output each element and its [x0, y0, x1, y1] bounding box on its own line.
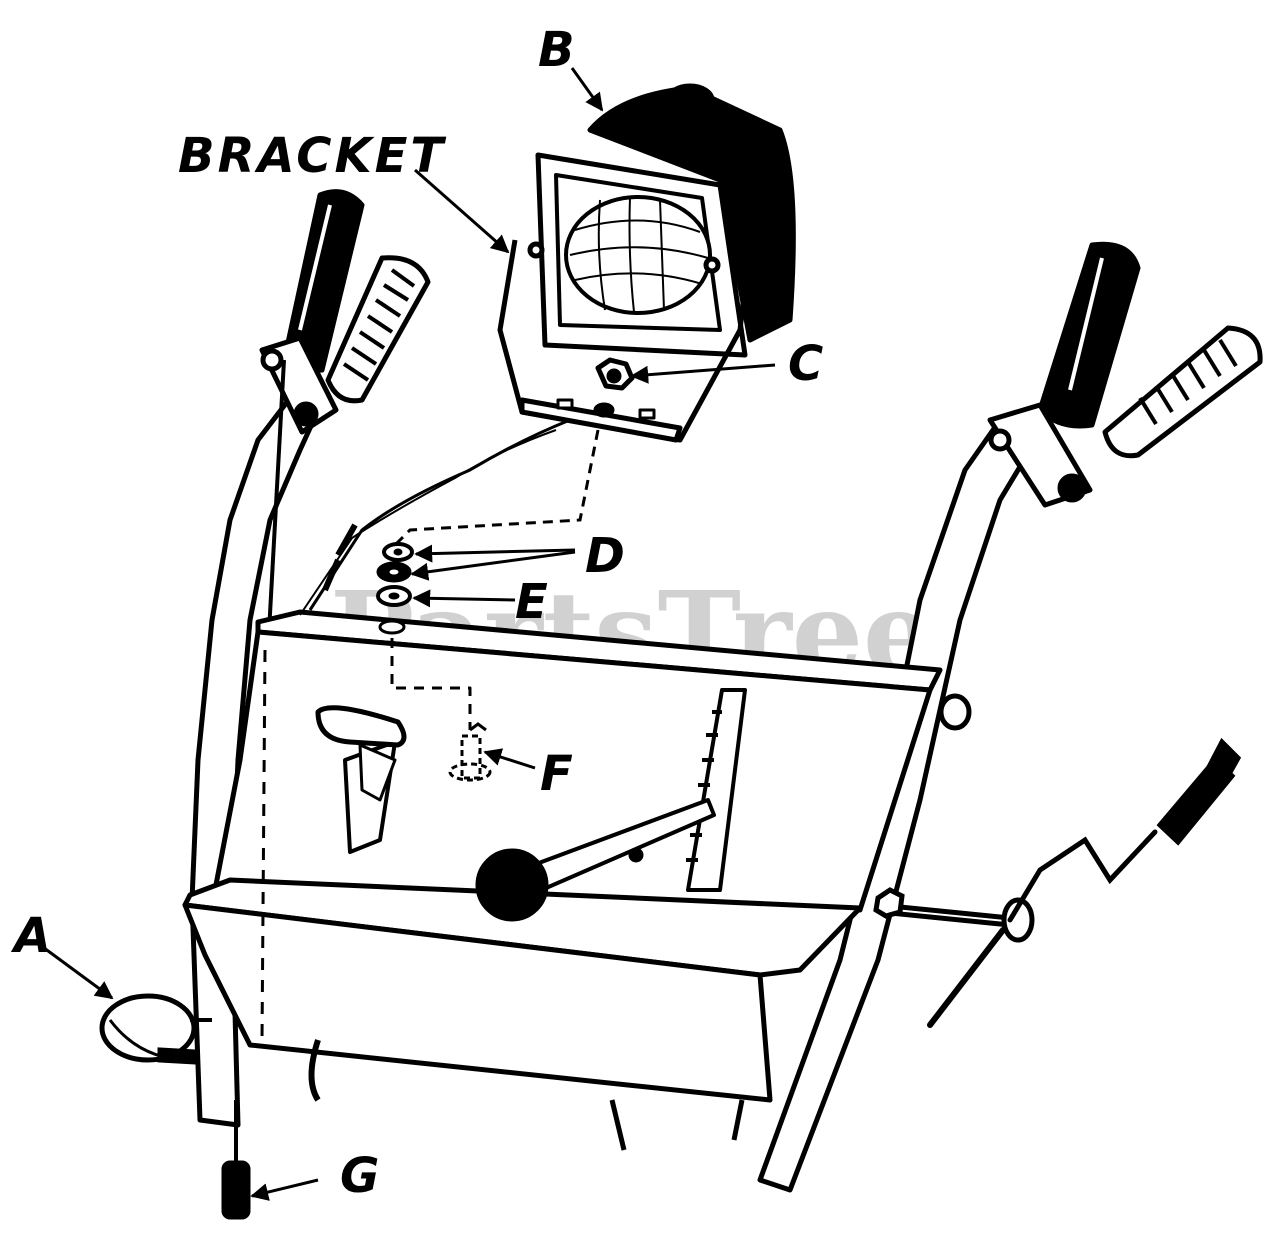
- wiring-and-hardware: [299, 418, 600, 782]
- leader-c: [630, 363, 776, 384]
- callout-a: A: [10, 908, 51, 964]
- callout-c: C: [788, 336, 823, 392]
- leader-d1: [414, 544, 576, 563]
- callout-bracket: BRACKET: [178, 128, 446, 184]
- leader-d2: [410, 550, 576, 581]
- callout-g: G: [340, 1148, 379, 1204]
- callout-b: B: [538, 22, 575, 78]
- leader-bracket: [414, 168, 510, 254]
- hose-clamp: [99, 993, 212, 1065]
- leader-e: [412, 589, 516, 608]
- work-light: [497, 83, 796, 443]
- leader-b: [570, 67, 604, 112]
- callout-e: E: [515, 574, 548, 630]
- control-console: [182, 609, 943, 1103]
- callout-f: F: [540, 746, 573, 802]
- callout-d: D: [585, 528, 625, 584]
- shear-pin: [221, 1039, 745, 1220]
- leader-a: [39, 943, 114, 1000]
- callout-labels: B BRACKET C D E F A G: [10, 22, 823, 1204]
- leader-f: [483, 748, 536, 770]
- right-handle: [757, 241, 1263, 1193]
- leader-lines: [39, 67, 776, 1201]
- chute-crank: [873, 737, 1242, 1028]
- leader-g: [250, 1178, 319, 1201]
